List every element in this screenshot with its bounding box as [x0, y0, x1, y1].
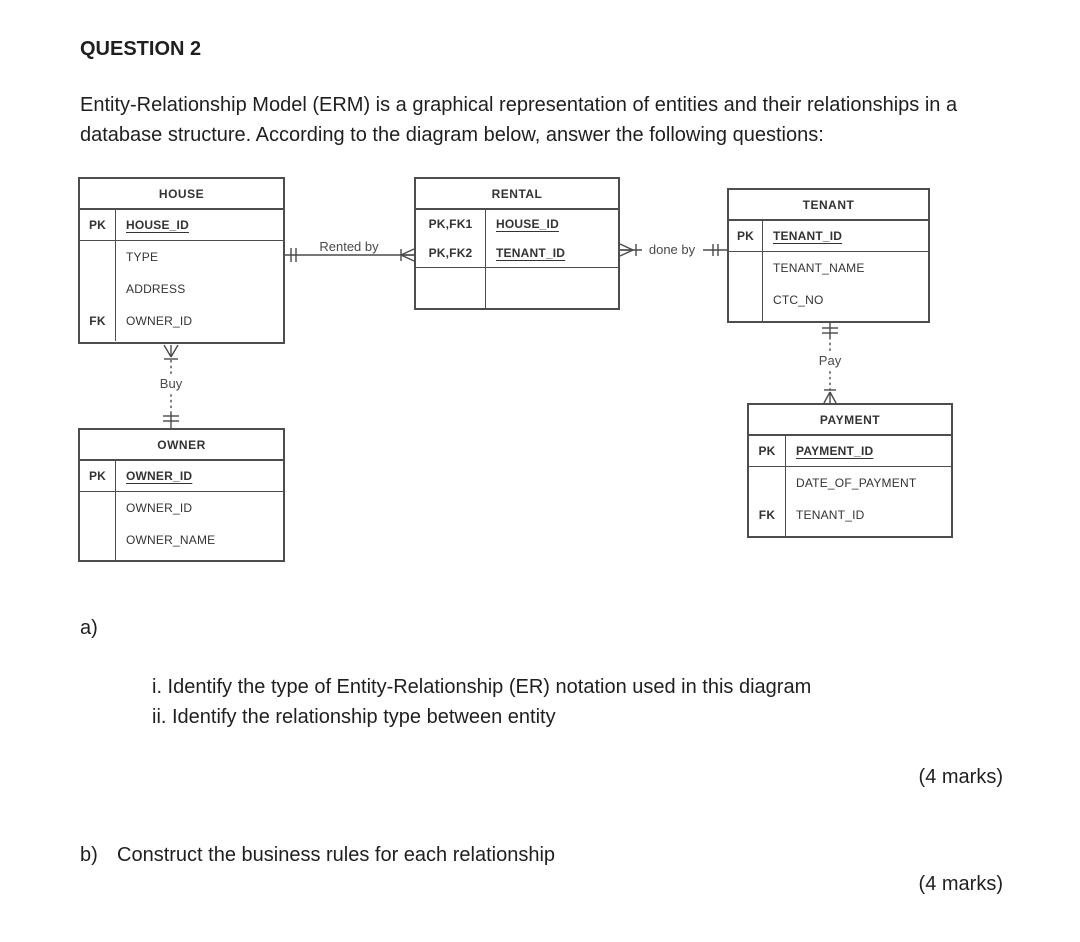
attribute: TYPE [126, 250, 159, 264]
key-cell: PK [729, 221, 763, 251]
entity-owner: OWNER PK OWNER_ID OWNER_ID OWNER_NAME [78, 428, 285, 562]
entity-house: HOUSE PK HOUSE_ID FK TYPE ADDRESS OWNER_… [78, 177, 285, 344]
attribute: OWNER_ID [126, 501, 193, 515]
relationship-label-done-by: done by [649, 242, 696, 257]
question-b-marks: (4 marks) [918, 873, 1003, 895]
entity-title: HOUSE [80, 179, 283, 210]
pk-attribute: OWNER_ID [126, 469, 193, 483]
crow-foot-many-icon [619, 243, 637, 257]
attribute: ADDRESS [126, 282, 186, 296]
pk-attribute: TENANT_ID [773, 229, 843, 243]
key-cell [80, 241, 115, 273]
attribute: TENANT_NAME [773, 261, 865, 275]
entity-rental: RENTAL PK,FK1 PK,FK2 HOUSE_ID TENANT_ID [414, 177, 620, 310]
pk-attribute: TENANT_ID [496, 245, 566, 260]
attribute: DATE_OF_PAYMENT [796, 476, 917, 490]
entity-tenant: TENANT PK TENANT_ID TENANT_NAME CTC_NO [727, 188, 930, 323]
attribute: OWNER_NAME [126, 533, 216, 547]
key-cell: FK [89, 314, 106, 328]
entity-title: TENANT [729, 190, 928, 221]
pk-attribute: PAYMENT_ID [796, 444, 874, 458]
intro-paragraph: Entity-Relationship Model (ERM) is a gra… [80, 94, 958, 146]
one-and-only-one-icon [712, 244, 719, 256]
crow-foot-many-icon [163, 344, 179, 360]
key-cell: PK,FK1 [428, 217, 473, 232]
page-title: QUESTION 2 [80, 38, 202, 60]
one-and-only-one-icon [290, 248, 297, 262]
key-cell [80, 273, 115, 305]
pk-attribute: HOUSE_ID [496, 217, 559, 232]
key-cell: PK [749, 436, 786, 466]
question-b-text: Construct the business rules for each re… [117, 844, 556, 866]
question-a-label: a) [80, 617, 98, 639]
key-cell [80, 492, 115, 524]
attribute: CTC_NO [773, 293, 824, 307]
key-cell: PK [80, 210, 116, 240]
attribute: OWNER_ID [126, 314, 193, 328]
question-a-item-i: i. Identify the type of Entity-Relations… [152, 676, 812, 698]
one-and-only-one-icon [163, 415, 179, 422]
entity-title: PAYMENT [749, 405, 951, 436]
one-and-only-one-icon [822, 327, 838, 334]
key-cell: PK [80, 461, 116, 491]
relationship-pay [822, 323, 838, 404]
relationship-label-buy: Buy [160, 376, 183, 391]
key-cell [749, 467, 785, 499]
question-a-marks: (4 marks) [918, 766, 1003, 788]
key-cell: FK [758, 508, 776, 522]
relationship-buy [163, 344, 179, 428]
key-cell: PK,FK2 [428, 245, 473, 260]
pk-attribute: HOUSE_ID [126, 218, 189, 232]
key-cell [729, 284, 762, 316]
key-cell [729, 252, 762, 284]
relationship-label-rented-by: Rented by [319, 239, 379, 254]
attribute: TENANT_ID [796, 508, 865, 522]
question-a-item-ii: ii. Identify the relationship type betwe… [152, 706, 556, 728]
question-b-label: b) [80, 844, 98, 866]
relationship-label-pay: Pay [819, 353, 842, 368]
crow-foot-many-icon [400, 248, 415, 262]
entity-title: OWNER [80, 430, 283, 461]
key-cell [80, 524, 115, 556]
relationship-rented-by [285, 248, 415, 262]
crow-foot-many-icon [823, 389, 837, 404]
entity-payment: PAYMENT PK PAYMENT_ID FK DATE_OF_PAYMENT… [747, 403, 953, 538]
entity-title: RENTAL [416, 179, 618, 210]
